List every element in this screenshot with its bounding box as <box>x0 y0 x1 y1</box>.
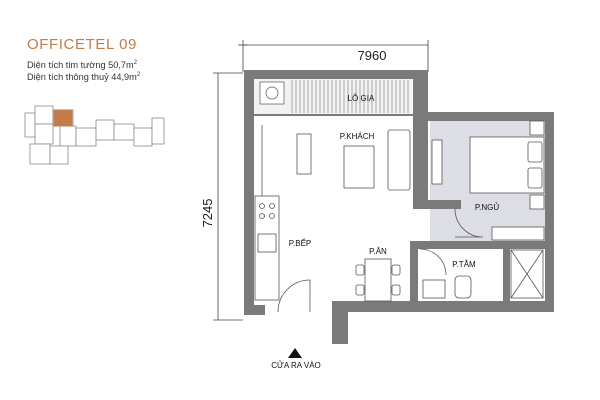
chair-icon <box>355 284 365 296</box>
desk-icon <box>431 139 443 185</box>
key-plan <box>24 105 165 165</box>
area-wall-value: 50,7 <box>108 60 127 71</box>
toilet-icon <box>454 275 472 299</box>
wardrobe-icon <box>491 226 545 241</box>
nightstand-icon <box>529 120 545 136</box>
stove-burner-icon <box>259 203 265 209</box>
key-plan-block <box>34 105 54 125</box>
key-plan-highlight <box>53 109 73 127</box>
washing-machine-icon <box>259 81 285 105</box>
wall-bath-divider <box>503 241 510 301</box>
entrance-label: CỬA RA VÀO <box>271 361 321 370</box>
wall-living-bedroom <box>413 70 428 205</box>
wall-bath-north <box>410 241 554 249</box>
walls <box>244 70 554 344</box>
balcony-railing <box>291 80 409 113</box>
wall-bath-west <box>410 241 418 303</box>
doors <box>277 208 484 313</box>
tv-cabinet-icon <box>296 133 312 175</box>
key-plan-block <box>95 119 115 141</box>
stove-burner-icon <box>269 203 275 209</box>
room-label-living: P.KHÁCH <box>340 132 375 141</box>
wall-south-entry <box>332 301 348 344</box>
kitchen-furniture <box>254 195 280 301</box>
bathroom-fixtures <box>422 249 544 299</box>
key-plan-block <box>75 127 97 147</box>
wall-east <box>545 112 554 312</box>
pillow-icon <box>527 141 543 163</box>
bedroom-door-swing <box>454 208 484 238</box>
sofa-icon <box>387 129 411 191</box>
room-label-bath: P.TẮM <box>452 260 476 269</box>
bath-sink-icon <box>422 279 446 299</box>
dining-furniture <box>355 258 401 302</box>
area-wall-unit: m <box>126 60 134 71</box>
wall-entry-left <box>244 305 265 315</box>
nightstand-icon <box>529 194 545 210</box>
area-net-sup: 2 <box>136 72 141 78</box>
wall-bedroom-south <box>413 200 461 209</box>
area-wall-label: Diện tích tim tường <box>27 60 106 71</box>
chair-icon <box>391 264 401 276</box>
wall-north-bedroom <box>413 112 553 121</box>
key-plan-block <box>59 125 77 147</box>
coffee-table-icon <box>343 145 375 189</box>
area-wall-sup: 2 <box>133 60 138 66</box>
area-net-value: 44,9 <box>111 72 130 83</box>
room-label-dining: P.ĂN <box>369 247 387 256</box>
pillow-icon <box>527 167 543 189</box>
key-plan-block <box>133 127 153 147</box>
stove-burner-icon <box>259 213 265 219</box>
shower-cross <box>510 249 544 299</box>
area-net-line: Diện tích thông thuỷ 44,9m2 <box>27 72 140 82</box>
bedroom-furniture <box>431 120 545 241</box>
room-label-kitchen: P.BẾP <box>289 238 312 248</box>
dining-table-icon <box>364 258 392 302</box>
room-label-balcony: LÔ GIA <box>348 94 375 103</box>
key-plan-block <box>29 143 51 165</box>
wall-north-balcony <box>244 70 420 79</box>
kitchen-counter-icon <box>254 195 280 301</box>
unit-title: OFFICETEL 09 <box>27 36 138 53</box>
area-wall-line: Diện tích tim tường 50,7m2 <box>27 60 137 70</box>
wall-west <box>244 70 254 315</box>
key-plan-block <box>113 123 135 141</box>
height-dimension-label: 7245 <box>200 199 215 228</box>
entrance-arrow-icon <box>288 348 302 358</box>
kitchen-sink-icon <box>257 233 277 253</box>
wall-south <box>332 301 554 312</box>
bath-door-swing <box>419 248 447 276</box>
living-furniture <box>261 125 411 196</box>
washer-drum-icon <box>265 86 279 100</box>
entry-door-swing <box>277 279 311 313</box>
key-plan-block <box>24 112 36 138</box>
key-plan-block <box>49 145 69 165</box>
room-label-bedroom: P.NGỦ <box>475 203 500 212</box>
chair-icon <box>391 284 401 296</box>
chair-icon <box>355 264 365 276</box>
key-plan-block <box>151 117 165 145</box>
key-plan-block <box>34 123 54 145</box>
dimension-lines <box>213 40 429 321</box>
stove-burner-icon <box>269 213 275 219</box>
width-dimension-label: 7960 <box>358 48 387 63</box>
area-net-label: Diện tích thông thuỷ <box>27 72 109 83</box>
area-net-unit: m <box>129 72 137 83</box>
